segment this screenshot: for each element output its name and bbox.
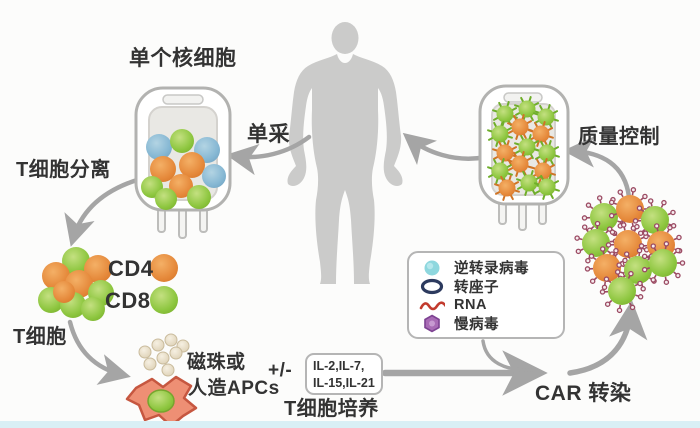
beads-label-line1: 磁珠或 — [187, 352, 246, 373]
t-cell-to-apc-arrow — [67, 319, 131, 385]
quality-control-label: 质量控制 — [578, 126, 660, 148]
apheresis-arrow — [225, 134, 312, 176]
cd4-cell-icon — [150, 254, 178, 282]
legend-row-lentivirus: 慢病毒 — [419, 314, 557, 333]
car-transfection-label: CAR 转染 — [535, 382, 632, 405]
cart-to-qc-arrow — [562, 136, 632, 200]
human-silhouette — [287, 22, 403, 284]
mononuclear-cells — [141, 129, 226, 210]
flow-arrows — [64, 132, 648, 396]
t-cell-label: T细胞 — [13, 326, 67, 348]
legend-label: 逆转录病毒 — [454, 261, 529, 277]
artificial-apc-cell — [125, 375, 198, 428]
bottom-strip — [0, 421, 700, 428]
legend-label: 转座子 — [454, 280, 499, 296]
cd8-label: CD8 — [105, 288, 151, 313]
beads-label-line2: 人造APCs — [188, 378, 280, 399]
t-cell-separation-label: T细胞分离 — [16, 159, 111, 181]
legend-label: RNA — [454, 297, 487, 313]
il-line1: IL-2,IL-7, — [313, 359, 365, 373]
qc-to-patient-arrow — [402, 132, 489, 166]
t-cell-cluster — [38, 247, 114, 321]
rna-icon — [419, 298, 445, 312]
car-t-cell-cluster — [574, 187, 686, 314]
vector-legend-box: 逆转录病毒 转座子 RNA 慢病毒 — [407, 251, 565, 339]
mononuclear-label: 单个核细胞 — [129, 47, 237, 70]
interleukin-box: IL-2,IL-7, IL-15,IL-21 — [305, 353, 383, 395]
quality-control-bag — [478, 84, 570, 231]
apheresis-label: 单采 — [247, 123, 290, 146]
vector-legend-curve — [481, 339, 534, 372]
transposon-icon — [419, 278, 445, 295]
legend-row-retrovirus: 逆转录病毒 — [419, 258, 557, 277]
retrovirus-icon — [419, 259, 445, 277]
lentivirus-icon — [419, 314, 445, 333]
magnetic-beads — [138, 333, 190, 377]
t-cell-separation-arrow — [64, 177, 140, 247]
mononuclear-cell-bag — [134, 86, 232, 239]
cd4-label: CD4 — [108, 256, 154, 281]
legend-row-rna: RNA — [419, 296, 557, 314]
legend-row-transposon: 转座子 — [419, 277, 557, 296]
t-cell-culture-label: T细胞培养 — [284, 398, 379, 420]
transfection-to-cart-arrow — [567, 300, 648, 376]
cd8-cell-icon — [150, 286, 178, 314]
car-t-cells-in-bag — [487, 96, 560, 201]
legend-label: 慢病毒 — [454, 317, 499, 333]
il-line2: IL-15,IL-21 — [313, 375, 375, 390]
plus-minus-label: +/- — [268, 360, 293, 381]
